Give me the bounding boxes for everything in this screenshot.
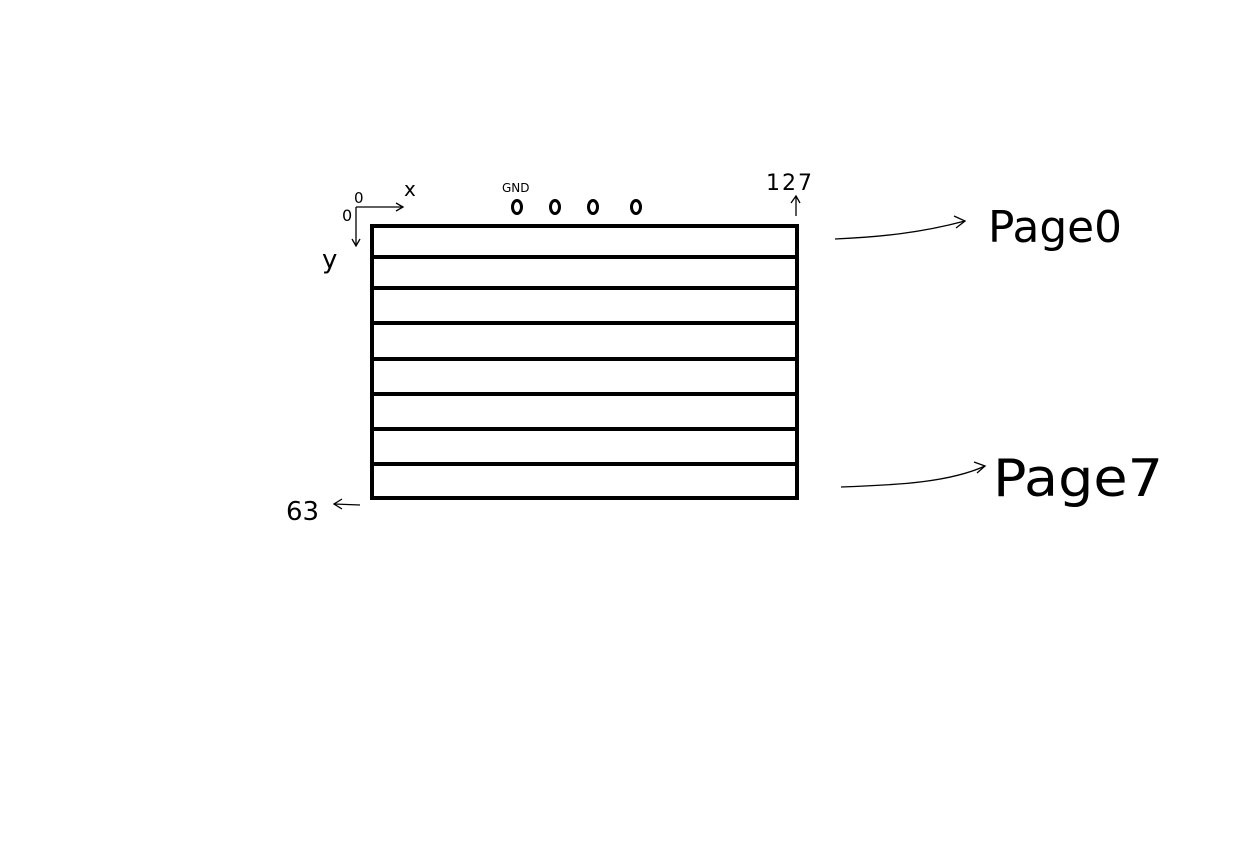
pin-2 — [549, 199, 561, 215]
pin-1 — [511, 199, 523, 215]
x-axis-label: x — [404, 177, 416, 201]
page0-label: Page0 — [988, 202, 1122, 253]
x-axis-arrowhead — [395, 202, 405, 212]
page0-arrow — [834, 215, 967, 240]
y-max-arrow — [332, 498, 361, 510]
display-panel — [370, 224, 799, 500]
page7-arrow — [840, 461, 987, 488]
pin-4 — [630, 199, 642, 215]
axis-origin — [351, 202, 405, 248]
x-max-label: 127 — [766, 171, 814, 196]
x-max-arrow — [790, 194, 801, 216]
origin-label-left: 0 — [342, 206, 352, 225]
y-axis-arrowhead — [351, 238, 361, 248]
page7-label: Page7 — [993, 449, 1163, 509]
y-max-label: 63 — [286, 497, 319, 527]
gnd-label: GND — [502, 181, 530, 195]
pin-3 — [587, 199, 599, 215]
origin-label-top: 0 — [354, 189, 364, 207]
display-outline — [370, 224, 799, 500]
y-axis-label: y — [322, 245, 337, 275]
connector-pins — [511, 199, 642, 215]
